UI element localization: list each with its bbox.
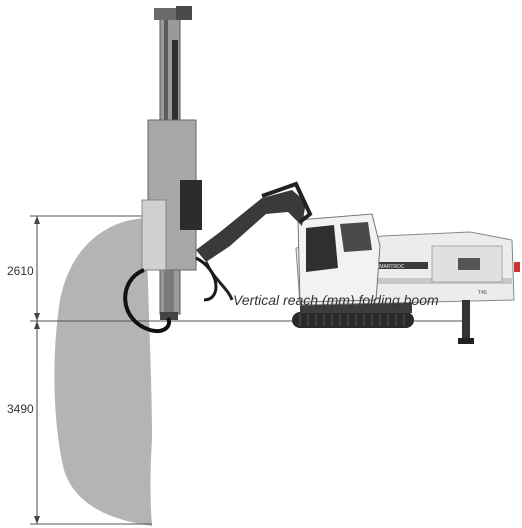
accent-stripe (300, 278, 512, 284)
side-tag: T45 (478, 290, 487, 296)
arrow-up-mid (34, 321, 40, 329)
crawler-track (292, 312, 414, 328)
model-badge: SMARTROC (376, 264, 405, 270)
upper-dimension-label: 2610 (5, 264, 36, 278)
diagram-caption: Vertical reach (mm) folding boom (233, 292, 439, 308)
lower-dimension-label: 3490 (5, 402, 36, 416)
drill-rig-illustration (123, 6, 520, 344)
arrow-up-top (34, 216, 40, 224)
boom-arm (196, 190, 306, 262)
reach-envelope (54, 218, 152, 526)
arrow-down-bottom (34, 516, 40, 524)
arrow-down-mid (34, 313, 40, 321)
